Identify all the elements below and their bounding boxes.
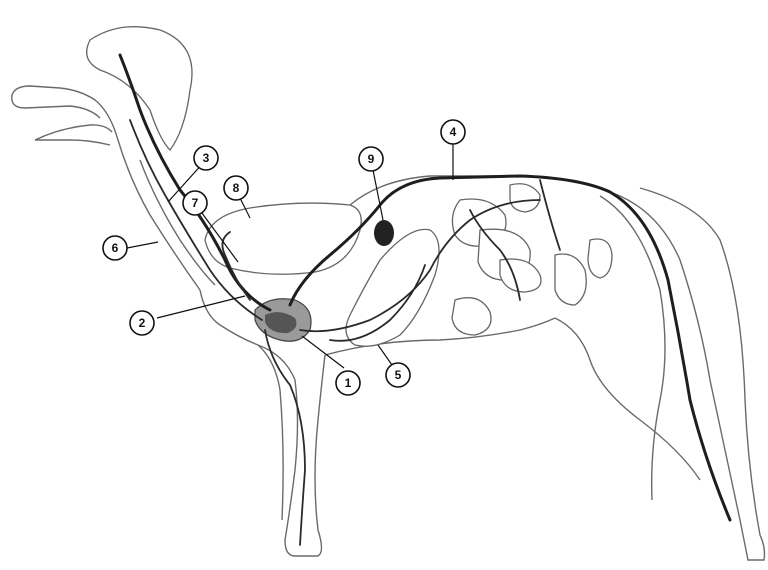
head-outline bbox=[12, 86, 118, 140]
callout-2: 2 bbox=[130, 311, 154, 335]
renal-vessel bbox=[540, 180, 560, 250]
neck-front-outline bbox=[118, 140, 200, 290]
intestine-organ bbox=[346, 229, 439, 346]
callout-9-label: 9 bbox=[368, 152, 375, 166]
leader-6 bbox=[127, 242, 158, 248]
callout-7-label: 7 bbox=[192, 196, 199, 210]
callout-2-label: 2 bbox=[139, 316, 146, 330]
vessels bbox=[120, 55, 730, 545]
callout-3-label: 3 bbox=[203, 151, 210, 165]
hind-thigh-outline bbox=[555, 318, 700, 480]
callout-3: 3 bbox=[194, 146, 218, 170]
callout-4-label: 4 bbox=[450, 125, 457, 139]
callout-5: 5 bbox=[386, 363, 410, 387]
callout-6-label: 6 bbox=[112, 241, 119, 255]
callout-8-label: 8 bbox=[233, 181, 240, 195]
callout-4: 4 bbox=[441, 120, 465, 144]
callout-8: 8 bbox=[224, 176, 248, 200]
brain-organ bbox=[87, 27, 192, 150]
spleen-organ bbox=[374, 220, 394, 246]
callout-7: 7 bbox=[183, 191, 207, 215]
callout-6: 6 bbox=[103, 236, 127, 260]
callout-5-label: 5 bbox=[395, 368, 402, 382]
leader-2 bbox=[157, 296, 245, 318]
lower-jaw-outline bbox=[35, 125, 112, 145]
callout-1-label: 1 bbox=[345, 376, 352, 390]
callout-9: 9 bbox=[359, 147, 383, 171]
callout-1: 1 bbox=[336, 371, 360, 395]
leader-5 bbox=[378, 345, 392, 365]
